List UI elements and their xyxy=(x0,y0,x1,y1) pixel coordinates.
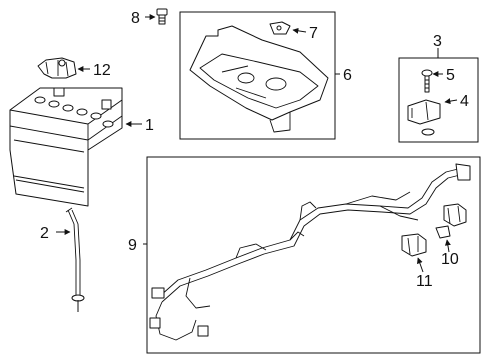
callout-8: 8 xyxy=(131,10,140,27)
callout-3: 3 xyxy=(433,33,442,50)
bolt-part-8 xyxy=(156,8,168,25)
vent-tube-part-2 xyxy=(65,207,85,312)
callout-2: 2 xyxy=(40,225,49,242)
harness-group-box xyxy=(146,156,481,354)
connector-part-11 xyxy=(401,233,427,257)
battery-part-1 xyxy=(9,87,123,207)
battery-tray-part-6 xyxy=(189,25,329,133)
callout-6: 6 xyxy=(343,67,352,84)
wiring-harness-part-9 xyxy=(149,163,471,341)
callout-5: 5 xyxy=(446,67,455,84)
callout-1: 1 xyxy=(145,117,154,134)
callout-12: 12 xyxy=(93,62,111,79)
callout-10: 10 xyxy=(441,251,459,268)
tray-group-box xyxy=(179,11,336,140)
callout-11: 11 xyxy=(416,273,433,290)
bolt-part-5 xyxy=(421,69,433,93)
callout-9: 9 xyxy=(128,237,137,254)
callout-4: 4 xyxy=(460,93,469,110)
callout-7: 7 xyxy=(309,25,318,42)
terminal-clamp-part-12 xyxy=(37,57,77,79)
hold-down-bracket-part-4 xyxy=(407,99,441,136)
sensor-part-10 xyxy=(435,203,467,239)
clip-part-7 xyxy=(269,21,291,35)
